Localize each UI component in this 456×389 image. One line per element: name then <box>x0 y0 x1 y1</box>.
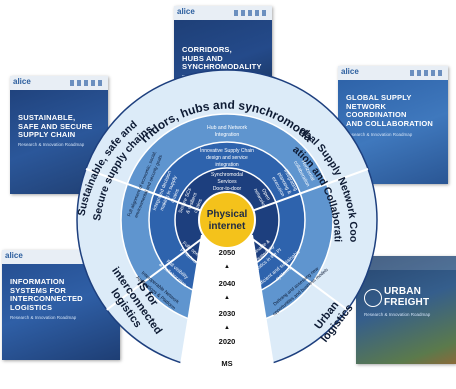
svg-text:Synchromodal: Synchromodal <box>211 172 243 178</box>
svg-text:Innovative Supply Chain: Innovative Supply Chain <box>200 148 254 154</box>
milestone-ms: MS <box>221 359 232 368</box>
cover-urban-freight: URBAN FREIGHT Research & Innovation Road… <box>356 256 456 364</box>
cover-icons <box>410 70 444 76</box>
svg-text:Integration: Integration <box>215 132 240 138</box>
cover-icons <box>234 10 268 16</box>
year-2040: 2040 <box>219 279 236 288</box>
center-circle <box>198 191 256 249</box>
svg-text:chains: chains <box>193 198 204 214</box>
corridors-ring2: Innovative Supply Chain design and servi… <box>200 148 254 168</box>
arrow-up-icon: ▲ <box>224 264 230 270</box>
cover-icons <box>70 80 104 86</box>
year-2020: 2020 <box>219 337 236 346</box>
alice-logo: alice <box>341 67 359 76</box>
cover-information-systems: alice INFORMATION SYSTEMS FOR INTERCONNE… <box>2 250 120 360</box>
corridors-ring3: Synchromodal Services Door-to-door <box>211 172 243 192</box>
alice-logo: alice <box>177 7 195 16</box>
cover-subtitle: Research & Innovation Roadmap <box>10 315 77 320</box>
svg-text:Open: Open <box>260 188 271 202</box>
svg-text:Services: Services <box>217 179 237 185</box>
year-2030: 2030 <box>219 309 236 318</box>
cover-global: alice GLOBAL SUPPLY NETWORK COORDINATION… <box>338 66 448 184</box>
arrow-up-icon: ▲ <box>224 325 230 331</box>
corridors-ring1: Hub and Network Integration <box>207 125 247 138</box>
year-2050: 2050 <box>219 248 236 257</box>
cover-sustainable: alice SUSTAINABLE, SAFE AND SECURE SUPPL… <box>10 76 108 194</box>
cover-title: CORRIDORS, HUBS AND SYNCHROMODALITY <box>182 45 262 71</box>
cover-title: GLOBAL SUPPLY NETWORK COORDINATION AND C… <box>346 93 434 128</box>
alice-logo: alice <box>5 251 23 260</box>
arrow-up-icon: ▲ <box>224 295 230 301</box>
svg-text:design and service: design and service <box>206 155 248 161</box>
svg-text:chains: chains <box>170 188 181 204</box>
timeline-wedge <box>179 235 275 371</box>
center-label: internet <box>209 221 246 232</box>
alice-badge-icon <box>364 289 382 307</box>
alice-logo: alice <box>13 77 31 86</box>
svg-text:Hub and Network: Hub and Network <box>207 125 247 131</box>
center-label: Physical <box>207 209 248 220</box>
cover-title: INFORMATION SYSTEMS FOR INTERCONNECTED L… <box>10 277 83 312</box>
cover-subtitle: Research & Innovation Roadmap <box>364 312 431 317</box>
svg-text:Door-to-door: Door-to-door <box>213 186 242 192</box>
svg-text:integration: integration <box>215 162 239 168</box>
cover-subtitle: Research & Innovation Roadmap <box>18 142 85 147</box>
cover-title: URBAN FREIGHT <box>384 286 430 308</box>
cover-title: SUSTAINABLE, SAFE AND SECURE SUPPLY CHAI… <box>18 113 93 139</box>
cover-subtitle: Research & Innovation Roadmap <box>346 132 413 137</box>
